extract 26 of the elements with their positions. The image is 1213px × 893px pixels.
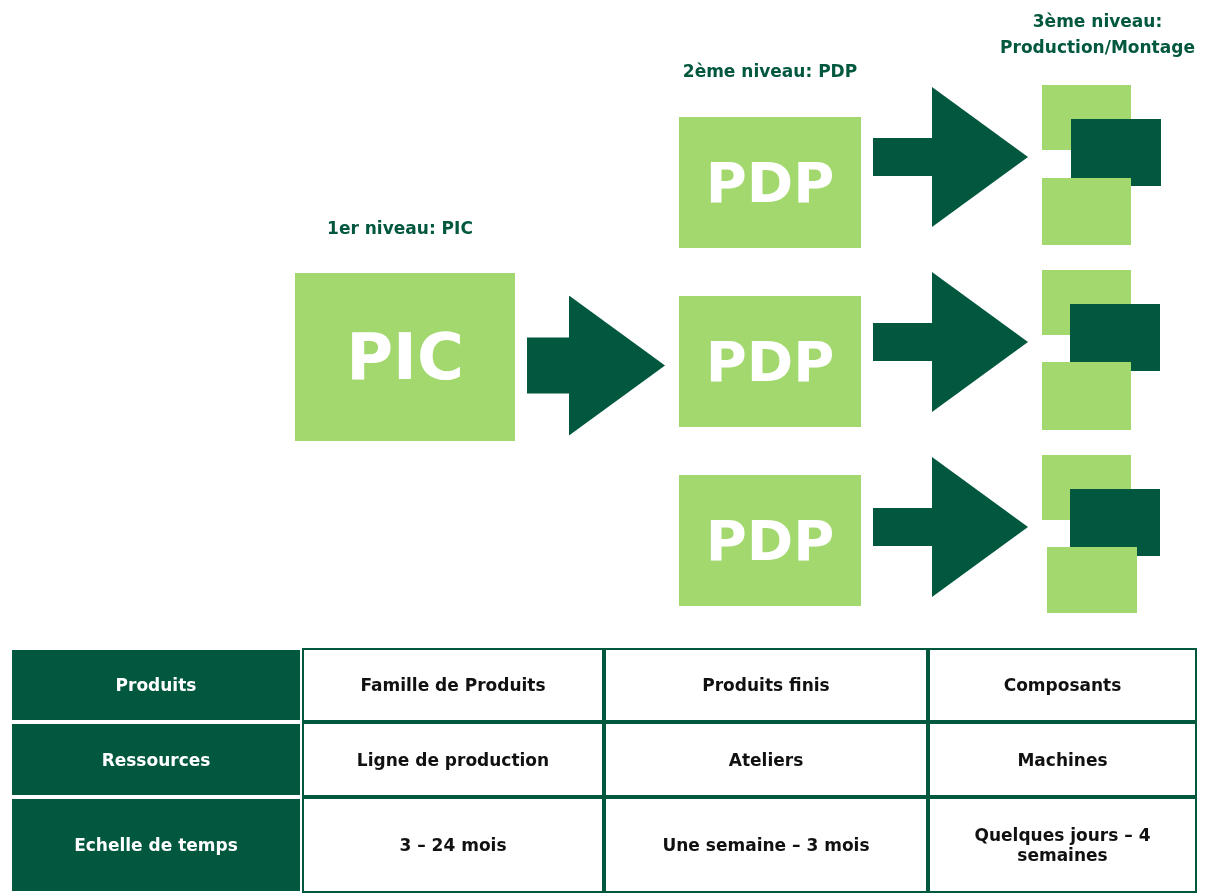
table-cell: Ligne de production [302,722,604,797]
plan-box: PDP [679,296,861,427]
table-cell: Ateliers [604,722,928,797]
table-cell: Une semaine – 3 mois [604,797,928,893]
table-cell: Machines [928,722,1197,797]
block-arrow [873,272,1028,412]
stacked-squares-drawing [1042,270,1162,430]
table-cell: Famille de Produits [302,648,604,722]
block-arrow [527,295,665,436]
block-arrow [873,457,1028,597]
stacked-squares-drawing [1042,455,1162,615]
plan-box: PIC [295,273,515,441]
level-heading: 2ème niveau: PDP [681,60,859,83]
table-cell: Produits finis [604,648,928,722]
block-arrow [873,87,1028,227]
plan-box: PDP [679,117,861,248]
row-header: Ressources [10,722,302,797]
level-heading: 1er niveau: PIC [326,217,474,240]
table-cell: Composants [928,648,1197,722]
table-cell: Quelques jours – 4 semaines [928,797,1197,893]
row-header: Produits [10,648,302,722]
plan-box: PDP [679,475,861,606]
row-header: Echelle de temps [10,797,302,893]
stacked-squares-drawing [1042,85,1162,245]
table-cell: 3 – 24 mois [302,797,604,893]
level-heading: 3ème niveau: Production/Montage [999,10,1196,59]
